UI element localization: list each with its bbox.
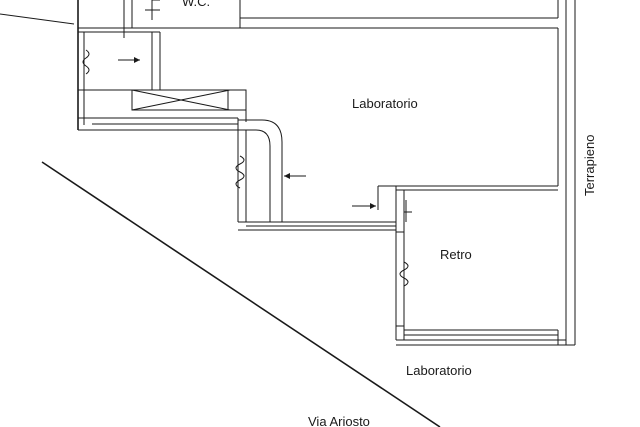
wc-label: W.C.: [182, 0, 210, 9]
door-swing-icon: [399, 261, 409, 287]
retro-room: [377, 185, 558, 340]
window-strip-1: [92, 117, 238, 131]
right-outer-wall: [557, 0, 576, 345]
left-stair-block: [77, 28, 161, 131]
window-strip-3: [396, 329, 575, 346]
laboratorio-main-label: Laboratorio: [352, 96, 418, 111]
wc-room: [77, 0, 160, 38]
terrapieno-label: Terrapieno: [582, 135, 597, 196]
arrow-icon: [284, 173, 306, 179]
window-strip-2: [238, 221, 396, 231]
arrow-icon: [118, 57, 140, 63]
curved-corridor: [237, 118, 283, 222]
street-label: Via Ariosto: [308, 414, 370, 427]
door-swing-icon: [82, 49, 90, 75]
door-swing-icon: [235, 155, 245, 189]
retro-label: Retro: [440, 247, 472, 262]
laboratorio-lower-label: Laboratorio: [406, 363, 472, 378]
arrow-icon: [352, 203, 376, 209]
top-left-diagonal: [0, 13, 75, 25]
street-diagonal-line: [41, 161, 441, 427]
ramp: [131, 89, 247, 122]
top-room: [160, 0, 559, 29]
